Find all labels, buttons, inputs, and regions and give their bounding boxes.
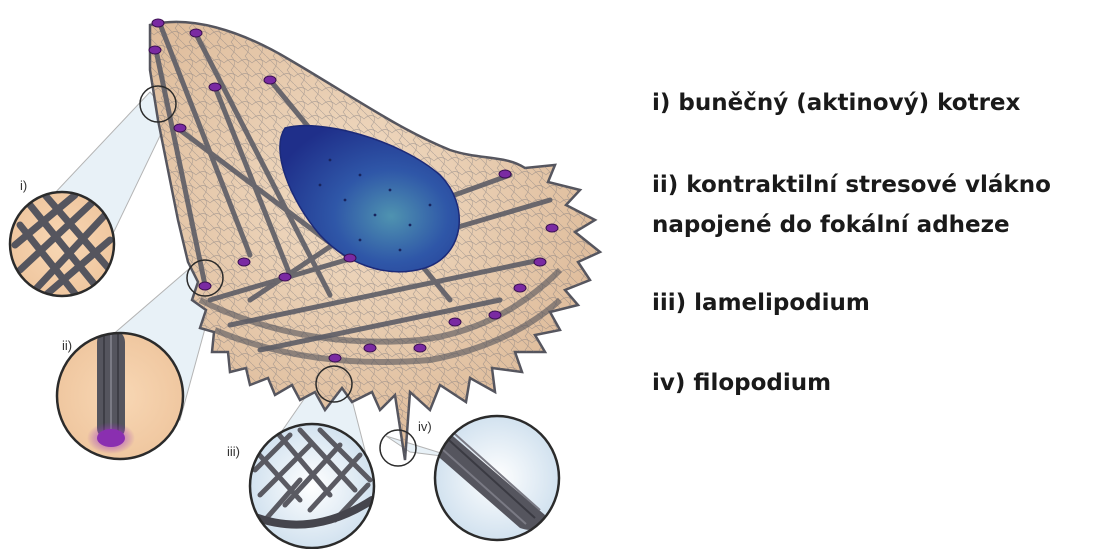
legend-item-cortex: i) buněčný (aktinový) kotrex xyxy=(652,86,1020,120)
legend: i) buněčný (aktinový) kotrex ii) kontrak… xyxy=(652,0,1110,549)
callout-ii: ii) xyxy=(62,338,72,353)
callout-iv: iv) xyxy=(418,419,432,434)
callout-i: i) xyxy=(20,178,27,193)
legend-item-filopodium: iv) filopodium xyxy=(652,366,831,400)
lens-stress-fiber xyxy=(57,330,183,459)
cell-illustration: i) ii) iii) iv) xyxy=(0,0,640,549)
lens-filopodium xyxy=(425,416,559,540)
lens-lamellipodium xyxy=(250,424,374,548)
callout-iii: iii) xyxy=(227,444,240,459)
legend-item-lamellipodium: iii) lamelipodium xyxy=(652,286,870,320)
legend-item-stress-fiber-line2: napojené do fokální adheze xyxy=(652,208,1010,242)
legend-item-stress-fiber-line1: ii) kontraktilní stresové vlákno xyxy=(652,168,1051,202)
lens-cortex xyxy=(10,192,114,300)
